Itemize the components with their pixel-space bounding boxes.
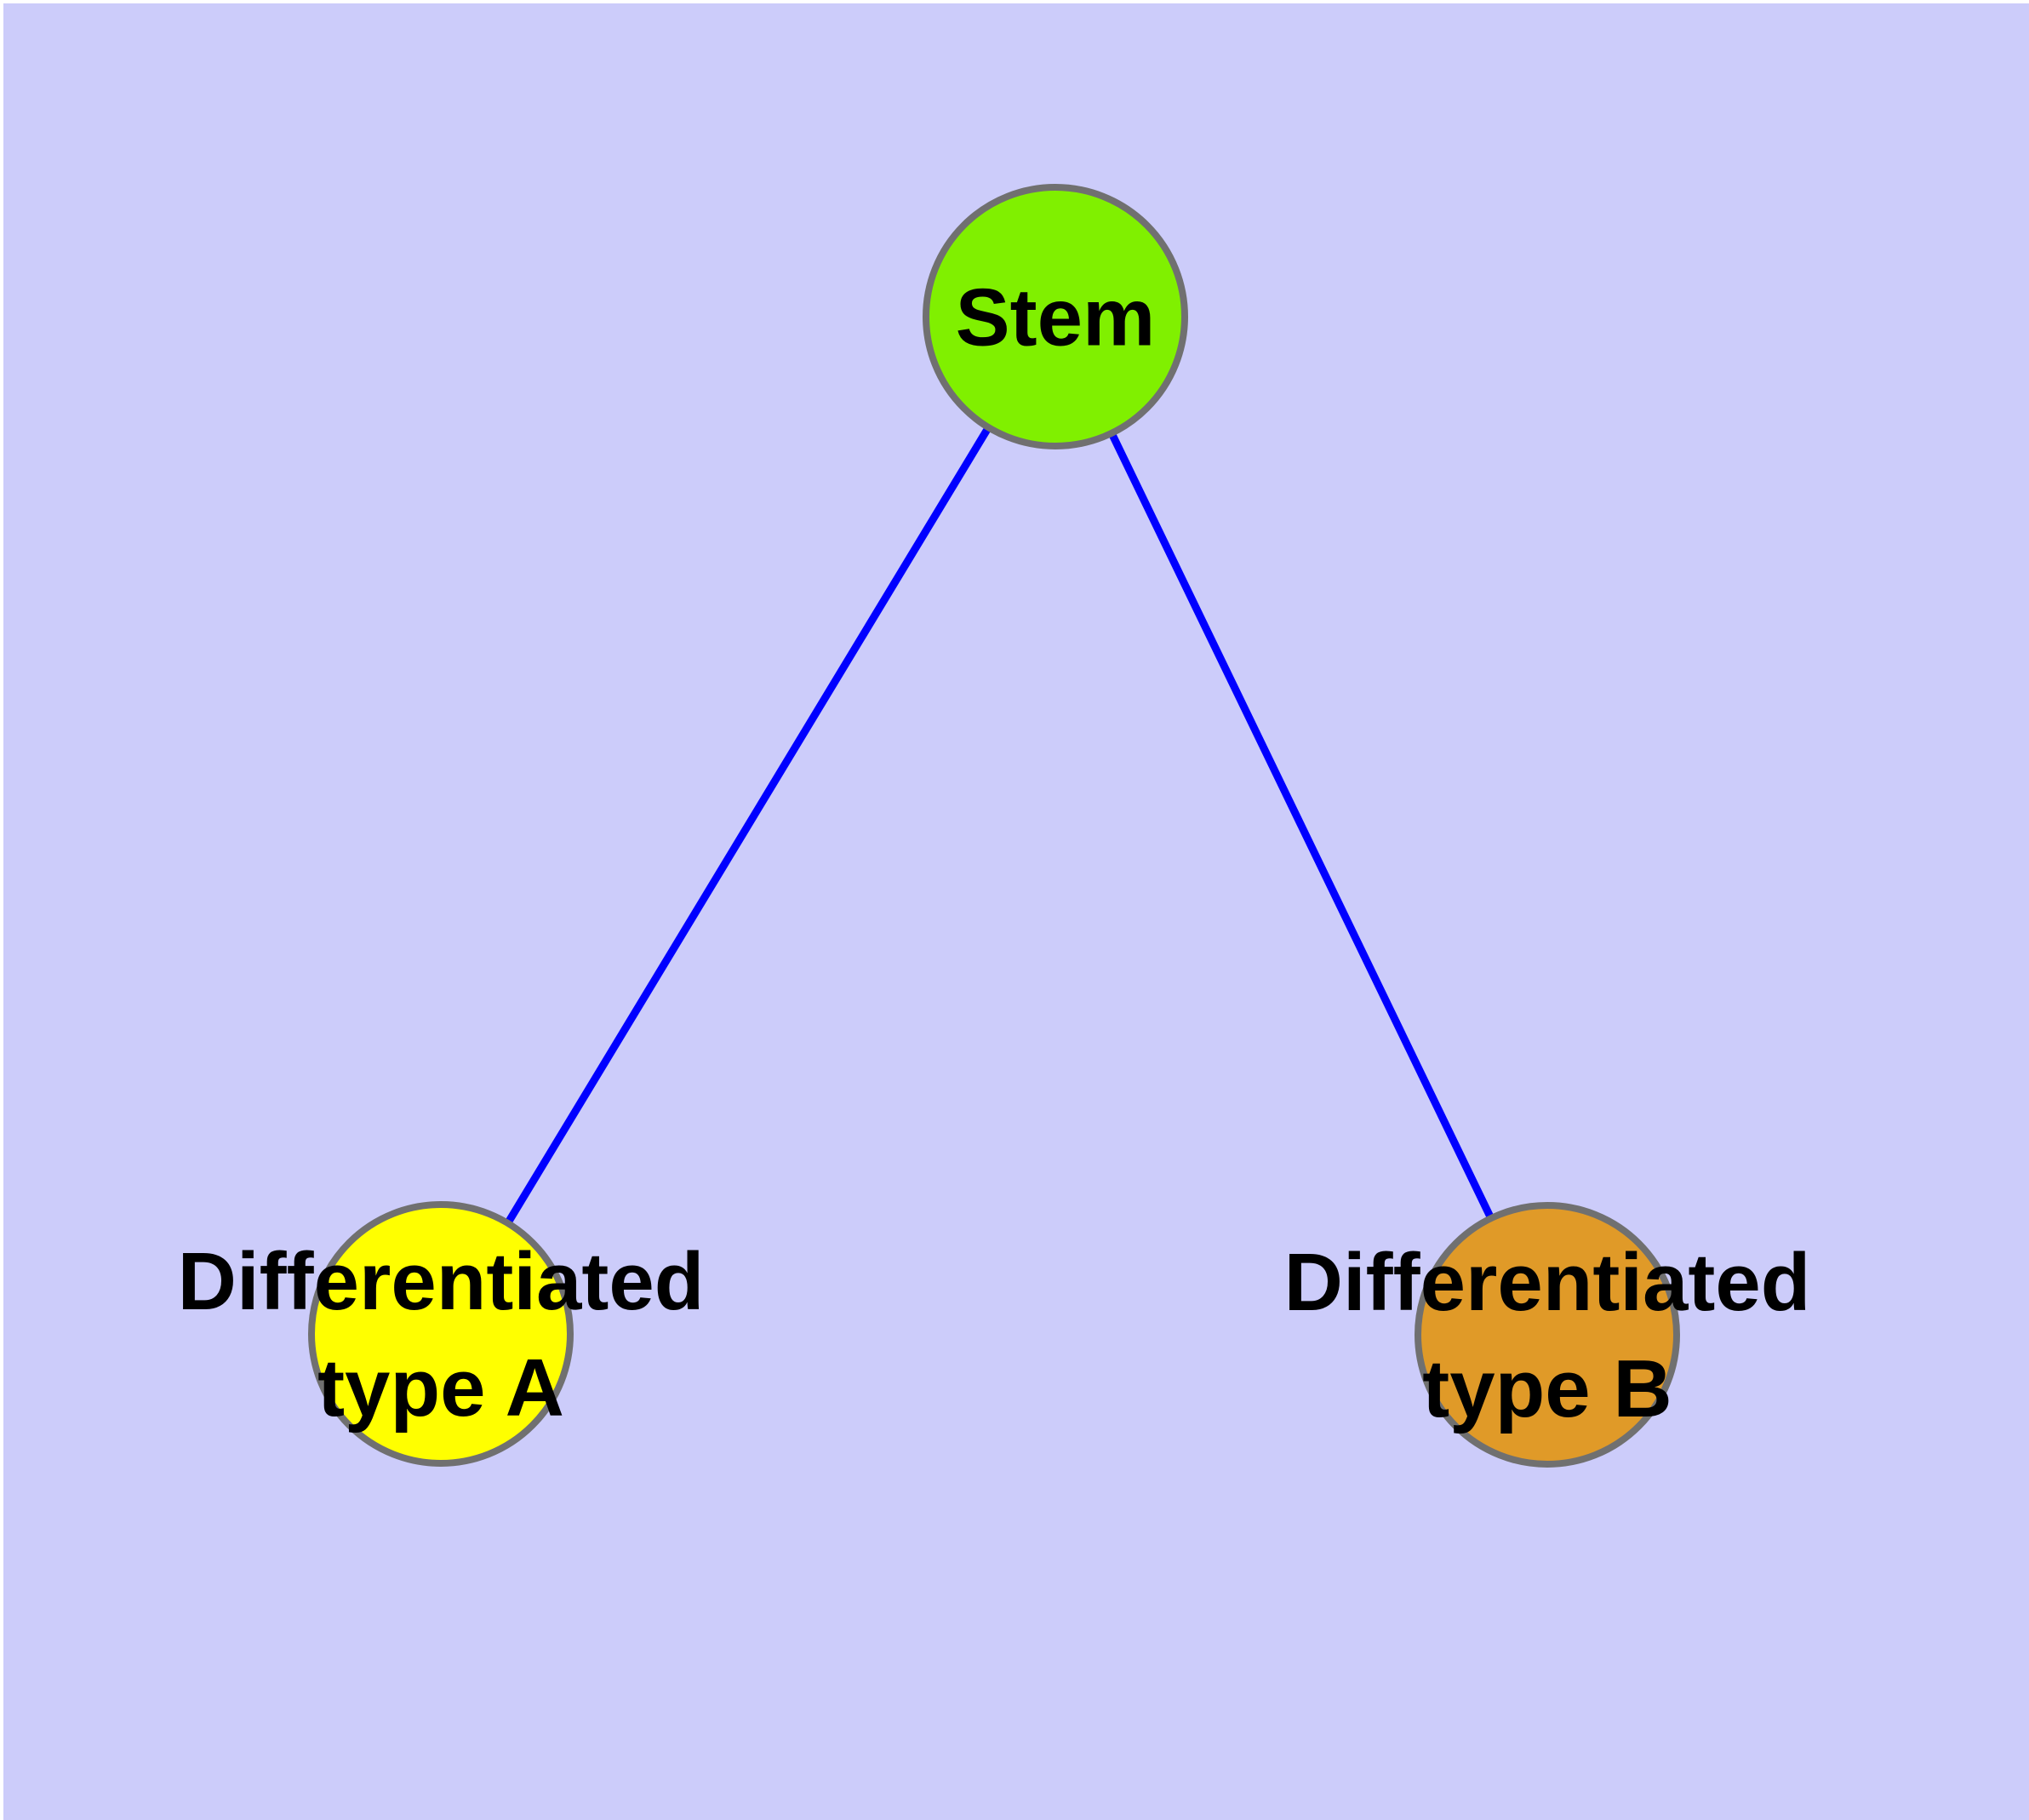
node-diff_a[interactable] xyxy=(308,1201,574,1467)
node-diff_b[interactable] xyxy=(1415,1202,1680,1468)
node-label-line: type B xyxy=(1422,1343,1672,1434)
nodes-layer xyxy=(308,184,1680,1468)
node-label-diff_b: Differentiated type B xyxy=(1284,1237,1811,1434)
node-stem[interactable] xyxy=(923,184,1188,449)
edges-layer xyxy=(502,422,1496,1228)
node-label-stem: Stem xyxy=(956,272,1156,363)
node-label-diff_a: Differentiated type A xyxy=(178,1236,705,1434)
node-label-line: Differentiated xyxy=(1284,1237,1811,1328)
edge-stem-diff-b xyxy=(1106,428,1496,1223)
edge-stem-diff-a xyxy=(502,422,994,1228)
node-label-line: Stem xyxy=(956,272,1156,363)
node-label-line: Differentiated xyxy=(178,1236,705,1327)
node-label-line: type A xyxy=(317,1342,564,1434)
